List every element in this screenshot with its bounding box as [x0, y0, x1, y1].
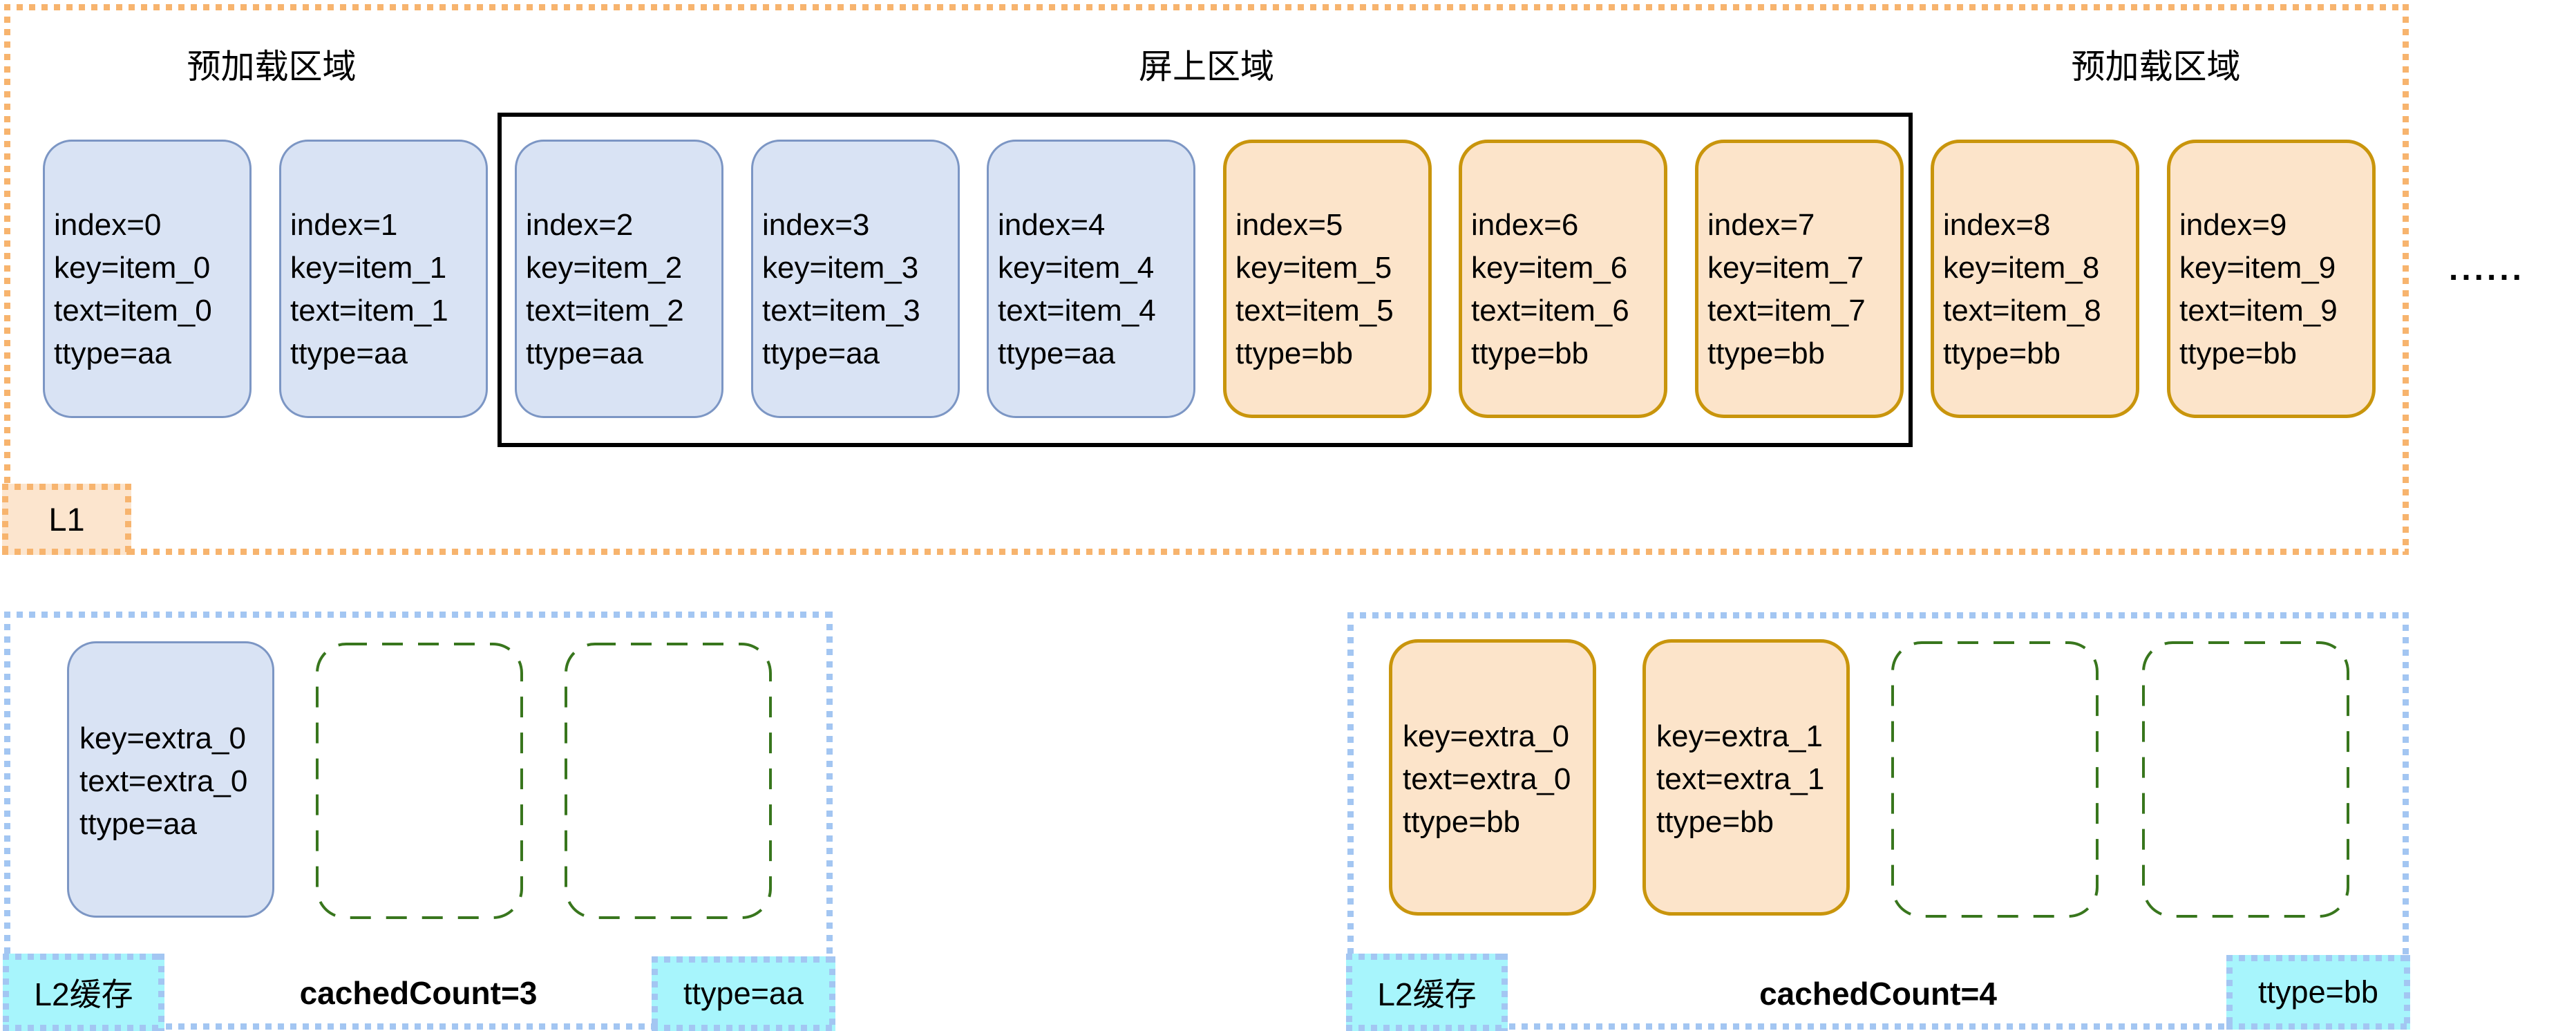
item-card-2: index=2 key=item_2 text=item_2 ttype=aa [515, 140, 723, 418]
ttype-badge-bb: ttype=bb [2226, 955, 2410, 1030]
card-line: index=4 [998, 207, 1106, 242]
card-line: index=2 [526, 207, 634, 242]
card-line: ttype=aa [290, 336, 408, 370]
card-line: key=item_6 [1471, 250, 1628, 285]
item-card-9: index=9 key=item_9 text=item_9 ttype=bb [2167, 140, 2376, 418]
card-line: ttype=bb [1235, 336, 1354, 370]
card-line: key=item_4 [998, 250, 1155, 285]
card-line: key=extra_0 [1403, 719, 1569, 753]
item-card-4: index=4 key=item_4 text=item_4 ttype=aa [987, 140, 1195, 418]
item-card-5: index=5 key=item_5 text=item_5 ttype=bb [1223, 140, 1432, 418]
empty-cache-slot [2142, 641, 2349, 918]
card-line: index=3 [762, 207, 870, 242]
label-preload-area-left: 预加载区域 [187, 48, 357, 86]
empty-cache-slot [565, 643, 772, 919]
item-card-0: index=0 key=item_0 text=item_0 ttype=aa [43, 140, 252, 418]
l1-tag: L1 [2, 484, 131, 555]
card-line: key=extra_0 [79, 721, 246, 755]
card-line: ttype=aa [762, 336, 880, 370]
card-line: text=item_2 [526, 293, 684, 328]
card-line: text=item_0 [54, 293, 212, 328]
card-line: index=1 [290, 207, 398, 242]
card-line: index=9 [2179, 207, 2287, 242]
label-onscreen-area: 屏上区域 [1138, 48, 1275, 86]
card-line: ttype=bb [1471, 336, 1589, 370]
card-line: text=item_8 [1943, 293, 2101, 328]
card-line: ttype=aa [54, 336, 172, 370]
item-card-1: index=1 key=item_1 text=item_1 ttype=aa [279, 140, 488, 418]
card-line: text=item_1 [290, 293, 448, 328]
empty-cache-slot [1891, 641, 2099, 918]
onscreen-area-box [498, 113, 1913, 447]
card-line: text=item_7 [1707, 293, 1866, 328]
card-line: ttype=aa [526, 336, 644, 370]
l2-cache-box-bb: key=extra_0 text=extra_0 ttype=bb key=ex… [1346, 612, 2410, 1031]
card-line: index=5 [1235, 207, 1343, 242]
card-line: index=8 [1943, 207, 2051, 242]
empty-slot-border [2142, 641, 2349, 918]
card-line: ttype=aa [998, 336, 1116, 370]
card-line: text=item_6 [1471, 293, 1629, 328]
l2-cache-box-aa: key=extra_0 text=extra_0 ttype=aa L2缓存 c… [3, 612, 835, 1031]
card-line: text=extra_0 [1403, 762, 1571, 796]
card-line: text=extra_1 [1656, 762, 1825, 796]
card-line: index=7 [1707, 207, 1815, 242]
card-line: key=extra_1 [1656, 719, 1823, 753]
card-line: ttype=bb [1943, 336, 2061, 370]
card-line: index=6 [1471, 207, 1579, 242]
card-line: ttype=bb [1707, 336, 1826, 370]
card-line: key=item_3 [762, 250, 919, 285]
card-line: key=item_2 [526, 250, 683, 285]
card-line: ttype=aa [79, 807, 198, 841]
card-line: ttype=bb [1403, 805, 1521, 839]
card-line: key=item_1 [290, 250, 447, 285]
empty-slot-border [316, 643, 523, 919]
item-card-3: index=3 key=item_3 text=item_3 ttype=aa [751, 140, 960, 418]
card-line: text=item_5 [1235, 293, 1394, 328]
card-line: key=item_9 [2179, 250, 2336, 285]
extra-card-bb-1: key=extra_1 text=extra_1 ttype=bb [1642, 639, 1850, 916]
card-line: text=extra_0 [79, 764, 248, 798]
card-line: key=item_0 [54, 250, 211, 285]
extra-card-bb-0: key=extra_0 text=extra_0 ttype=bb [1389, 639, 1596, 916]
more-items-ellipsis: ...... [2449, 251, 2526, 287]
extra-card-aa-0: key=extra_0 text=extra_0 ttype=aa [67, 641, 274, 918]
label-preload-area-right: 预加载区域 [2071, 48, 2241, 86]
card-line: ttype=bb [1656, 805, 1774, 839]
empty-cache-slot [316, 643, 523, 919]
cached-count-label: cachedCount=4 [1759, 976, 1997, 1012]
card-line: index=0 [54, 207, 162, 242]
card-line: ttype=bb [2179, 336, 2298, 370]
l2-cache-tag: L2缓存 [3, 954, 164, 1031]
cached-count-label: cachedCount=3 [299, 975, 538, 1011]
empty-slot-border [1891, 641, 2099, 918]
card-line: text=item_9 [2179, 293, 2338, 328]
item-card-8: index=8 key=item_8 text=item_8 ttype=bb [1931, 140, 2139, 418]
card-line: text=item_4 [998, 293, 1156, 328]
card-line: key=item_7 [1707, 250, 1864, 285]
l2-cache-tag: L2缓存 [1346, 954, 1508, 1031]
empty-slot-border [565, 643, 772, 919]
card-line: key=item_8 [1943, 250, 2100, 285]
ttype-badge-aa: ttype=aa [652, 956, 835, 1031]
card-line: text=item_3 [762, 293, 920, 328]
item-card-6: index=6 key=item_6 text=item_6 ttype=bb [1459, 140, 1667, 418]
card-line: key=item_5 [1235, 250, 1392, 285]
item-card-7: index=7 key=item_7 text=item_7 ttype=bb [1695, 140, 1904, 418]
